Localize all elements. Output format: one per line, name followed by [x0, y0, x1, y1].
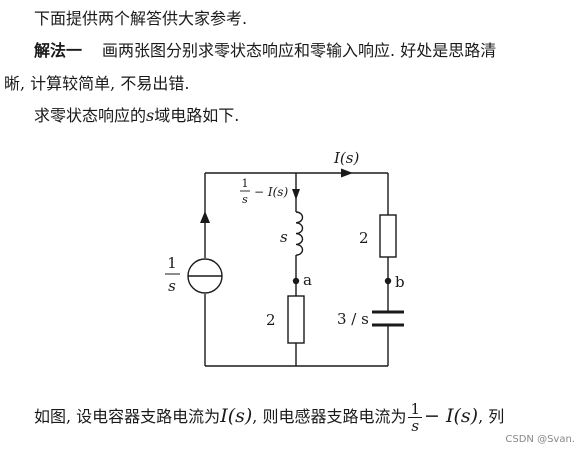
top-current-arrow: [341, 168, 353, 178]
text-bottom-minus-Is: − I(s): [424, 405, 479, 427]
label-inductor: s: [280, 228, 288, 246]
resistor-left: [287, 295, 305, 344]
resistor-right: [379, 214, 397, 258]
label-source-den: s: [168, 277, 176, 295]
text-line-2: 解法一画两张图分别求零状态响应和零输入响应. 好处是思路清: [34, 41, 496, 61]
label-node-a: a: [303, 271, 312, 289]
method-label: 解法一: [34, 41, 83, 60]
source-arrow: [200, 211, 210, 223]
label-branch-den: s: [242, 193, 248, 206]
text-bottom-pre: 如图, 设电容器支路电流为: [34, 407, 221, 426]
branch-current-arrow: [292, 189, 300, 200]
fraction-den: s: [411, 417, 420, 435]
label-branch-rest: − I(s): [254, 185, 288, 199]
label-res-left: 2: [266, 311, 276, 329]
text-line-4-pre: 求零状态响应的: [34, 106, 147, 125]
text-line-4-var: s: [146, 106, 155, 125]
label-Is-top: I(s): [333, 149, 359, 167]
label-source-num: 1: [167, 254, 177, 272]
text-line-4-post: 域电路如下.: [154, 106, 240, 125]
text-line-1: 下面提供两个解答供大家参考.: [34, 9, 248, 28]
label-res-right: 2: [359, 229, 369, 247]
text-line-4: 求零状态响应的s域电路如下.: [34, 106, 239, 126]
text-line-2-body: 画两张图分别求零状态响应和零输入响应. 好处是思路清: [102, 41, 497, 60]
inductor-coil: [295, 211, 304, 256]
label-branch-num: 1: [242, 177, 249, 190]
text-bottom-post: , 列: [478, 407, 505, 426]
watermark: CSDN @Svan.: [505, 434, 575, 445]
text-line-3: 晰, 计算较简单, 不易出错.: [4, 74, 190, 93]
text-bottom-mid: , 则电感器支路电流为: [252, 407, 407, 426]
label-node-b: b: [395, 273, 405, 291]
text-bottom-Is: I(s): [220, 405, 253, 427]
node-b-dot: [384, 277, 392, 285]
label-cap: 3 / s: [337, 310, 369, 328]
node-a-dot: [292, 277, 300, 285]
fraction-num: 1: [408, 400, 423, 418]
